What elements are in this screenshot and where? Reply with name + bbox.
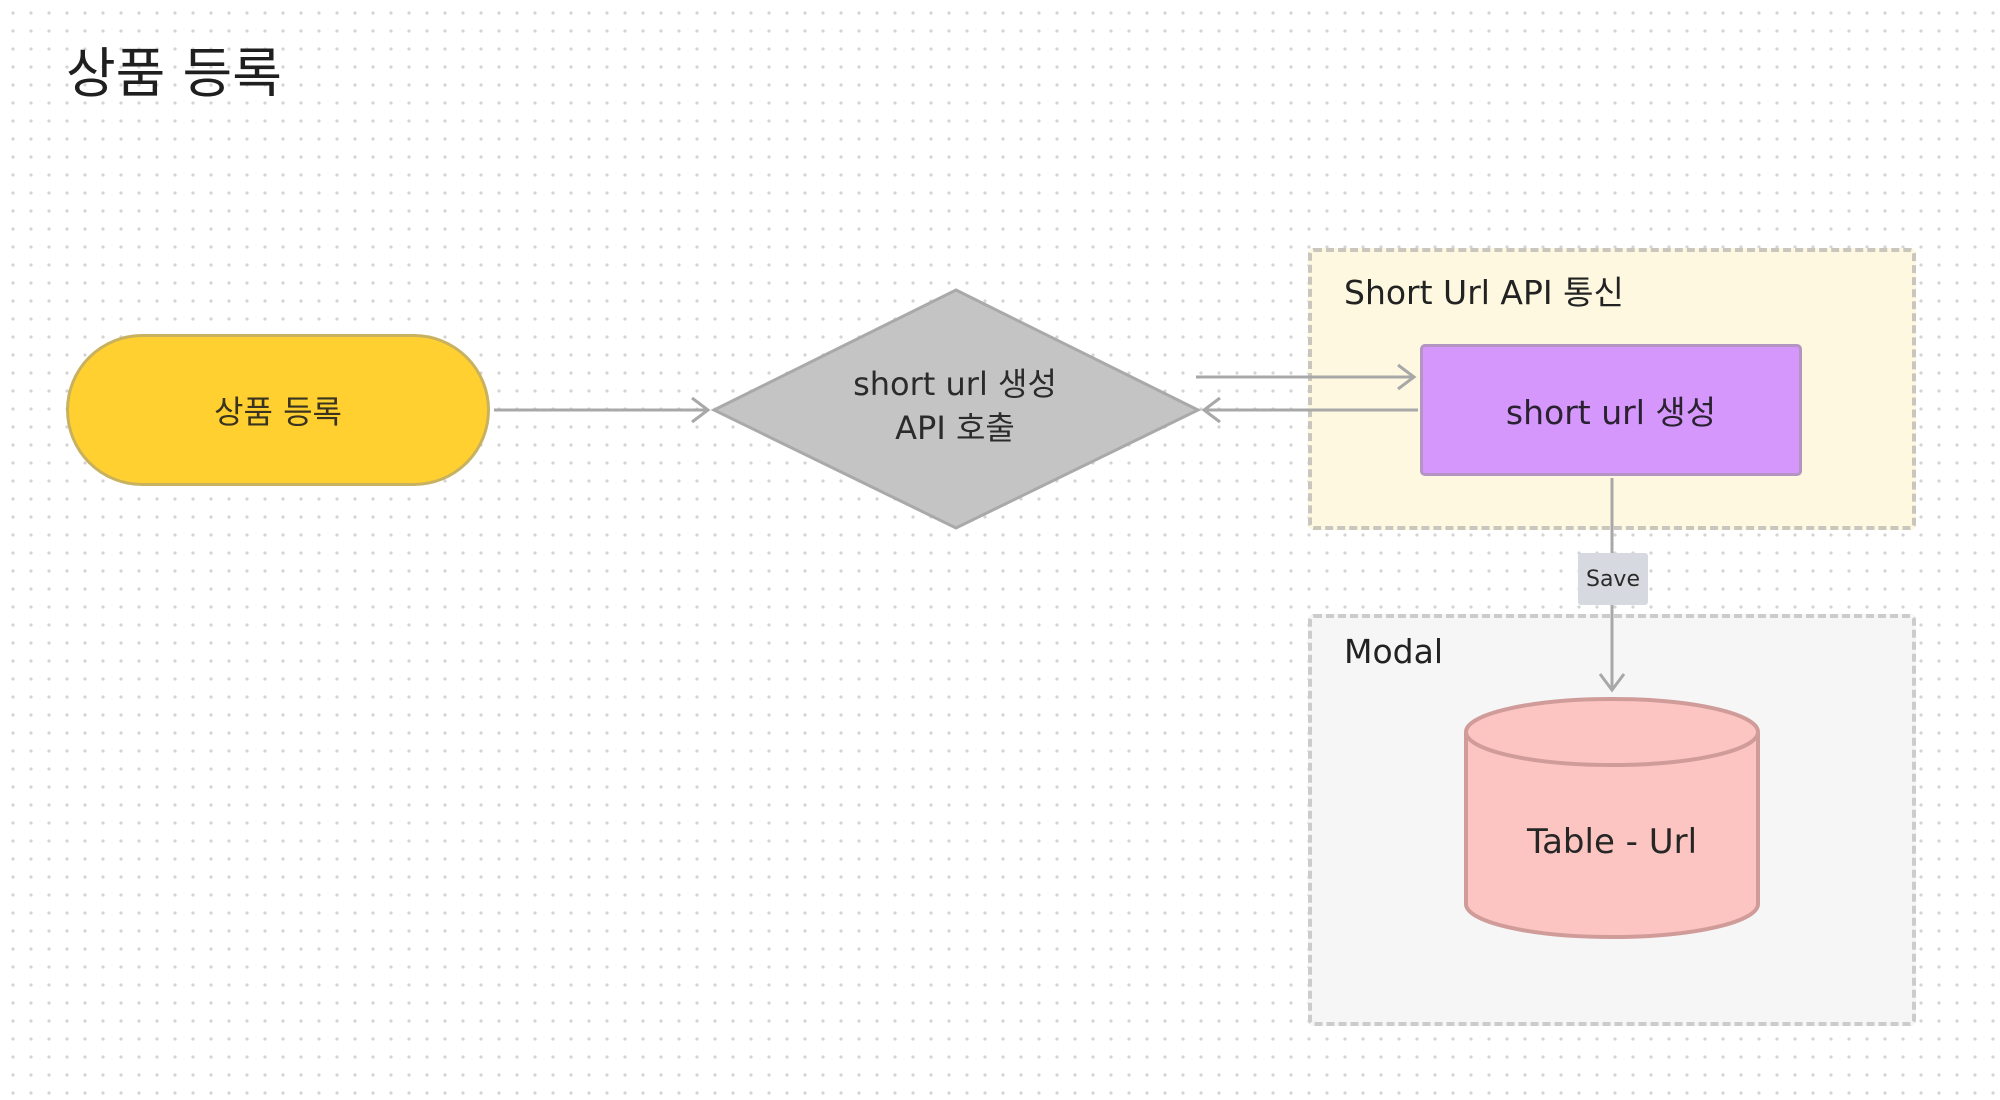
- start-node-label: 상품 등록: [214, 393, 342, 431]
- decision-node-shape[interactable]: [710, 288, 1202, 530]
- decision-node-label-line1: short url 생성: [853, 365, 1057, 403]
- database-node-label: Table - Url: [1526, 822, 1698, 862]
- database-node-shape[interactable]: [1464, 697, 1760, 939]
- edge-label-save: Save: [1578, 553, 1648, 605]
- page-title: 상품 등록: [66, 42, 282, 105]
- edge-decision-to-process[interactable]: [1196, 363, 1417, 391]
- decision-node-label: short url 생성 API 호출: [760, 362, 1150, 450]
- process-node[interactable]: short url 생성: [1420, 344, 1802, 476]
- start-node[interactable]: 상품 등록: [66, 334, 490, 486]
- decision-node-label-line2: API 호출: [895, 409, 1015, 447]
- group-label-short-url-api: Short Url API 통신: [1344, 273, 1624, 312]
- edge-process-to-decision[interactable]: [1201, 396, 1418, 424]
- process-node-label: short url 생성: [1505, 393, 1717, 432]
- group-label-modal: Modal: [1344, 632, 1443, 671]
- edge-start-to-decision[interactable]: [494, 396, 711, 424]
